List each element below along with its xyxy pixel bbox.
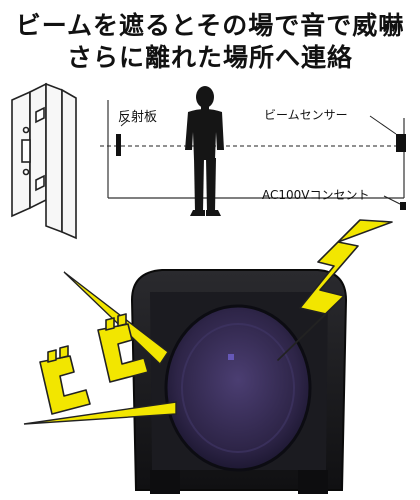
room-outline xyxy=(107,100,405,199)
beam-sensor-icon xyxy=(369,115,406,152)
lightning-bolt-icon xyxy=(277,219,393,361)
outlet-label: AC100Vコンセント xyxy=(262,188,370,202)
headline-line-2: さらに離れた場所へ連絡 xyxy=(66,43,353,72)
beam-sensor-label: ビームセンサー xyxy=(264,108,348,122)
sensor-device-icon xyxy=(130,269,348,494)
buzz-glyphs-icon xyxy=(39,313,149,415)
outlet-icon xyxy=(383,195,406,210)
headline-line-1: ビームを遮るとその場で音で威嚇 xyxy=(15,11,405,40)
wall-panel-icon xyxy=(11,82,77,240)
person-silhouette-icon xyxy=(185,86,224,216)
sound-lines-icon xyxy=(23,271,177,425)
reflector-label: 反射板 xyxy=(118,110,158,125)
reflector-icon xyxy=(116,119,129,156)
